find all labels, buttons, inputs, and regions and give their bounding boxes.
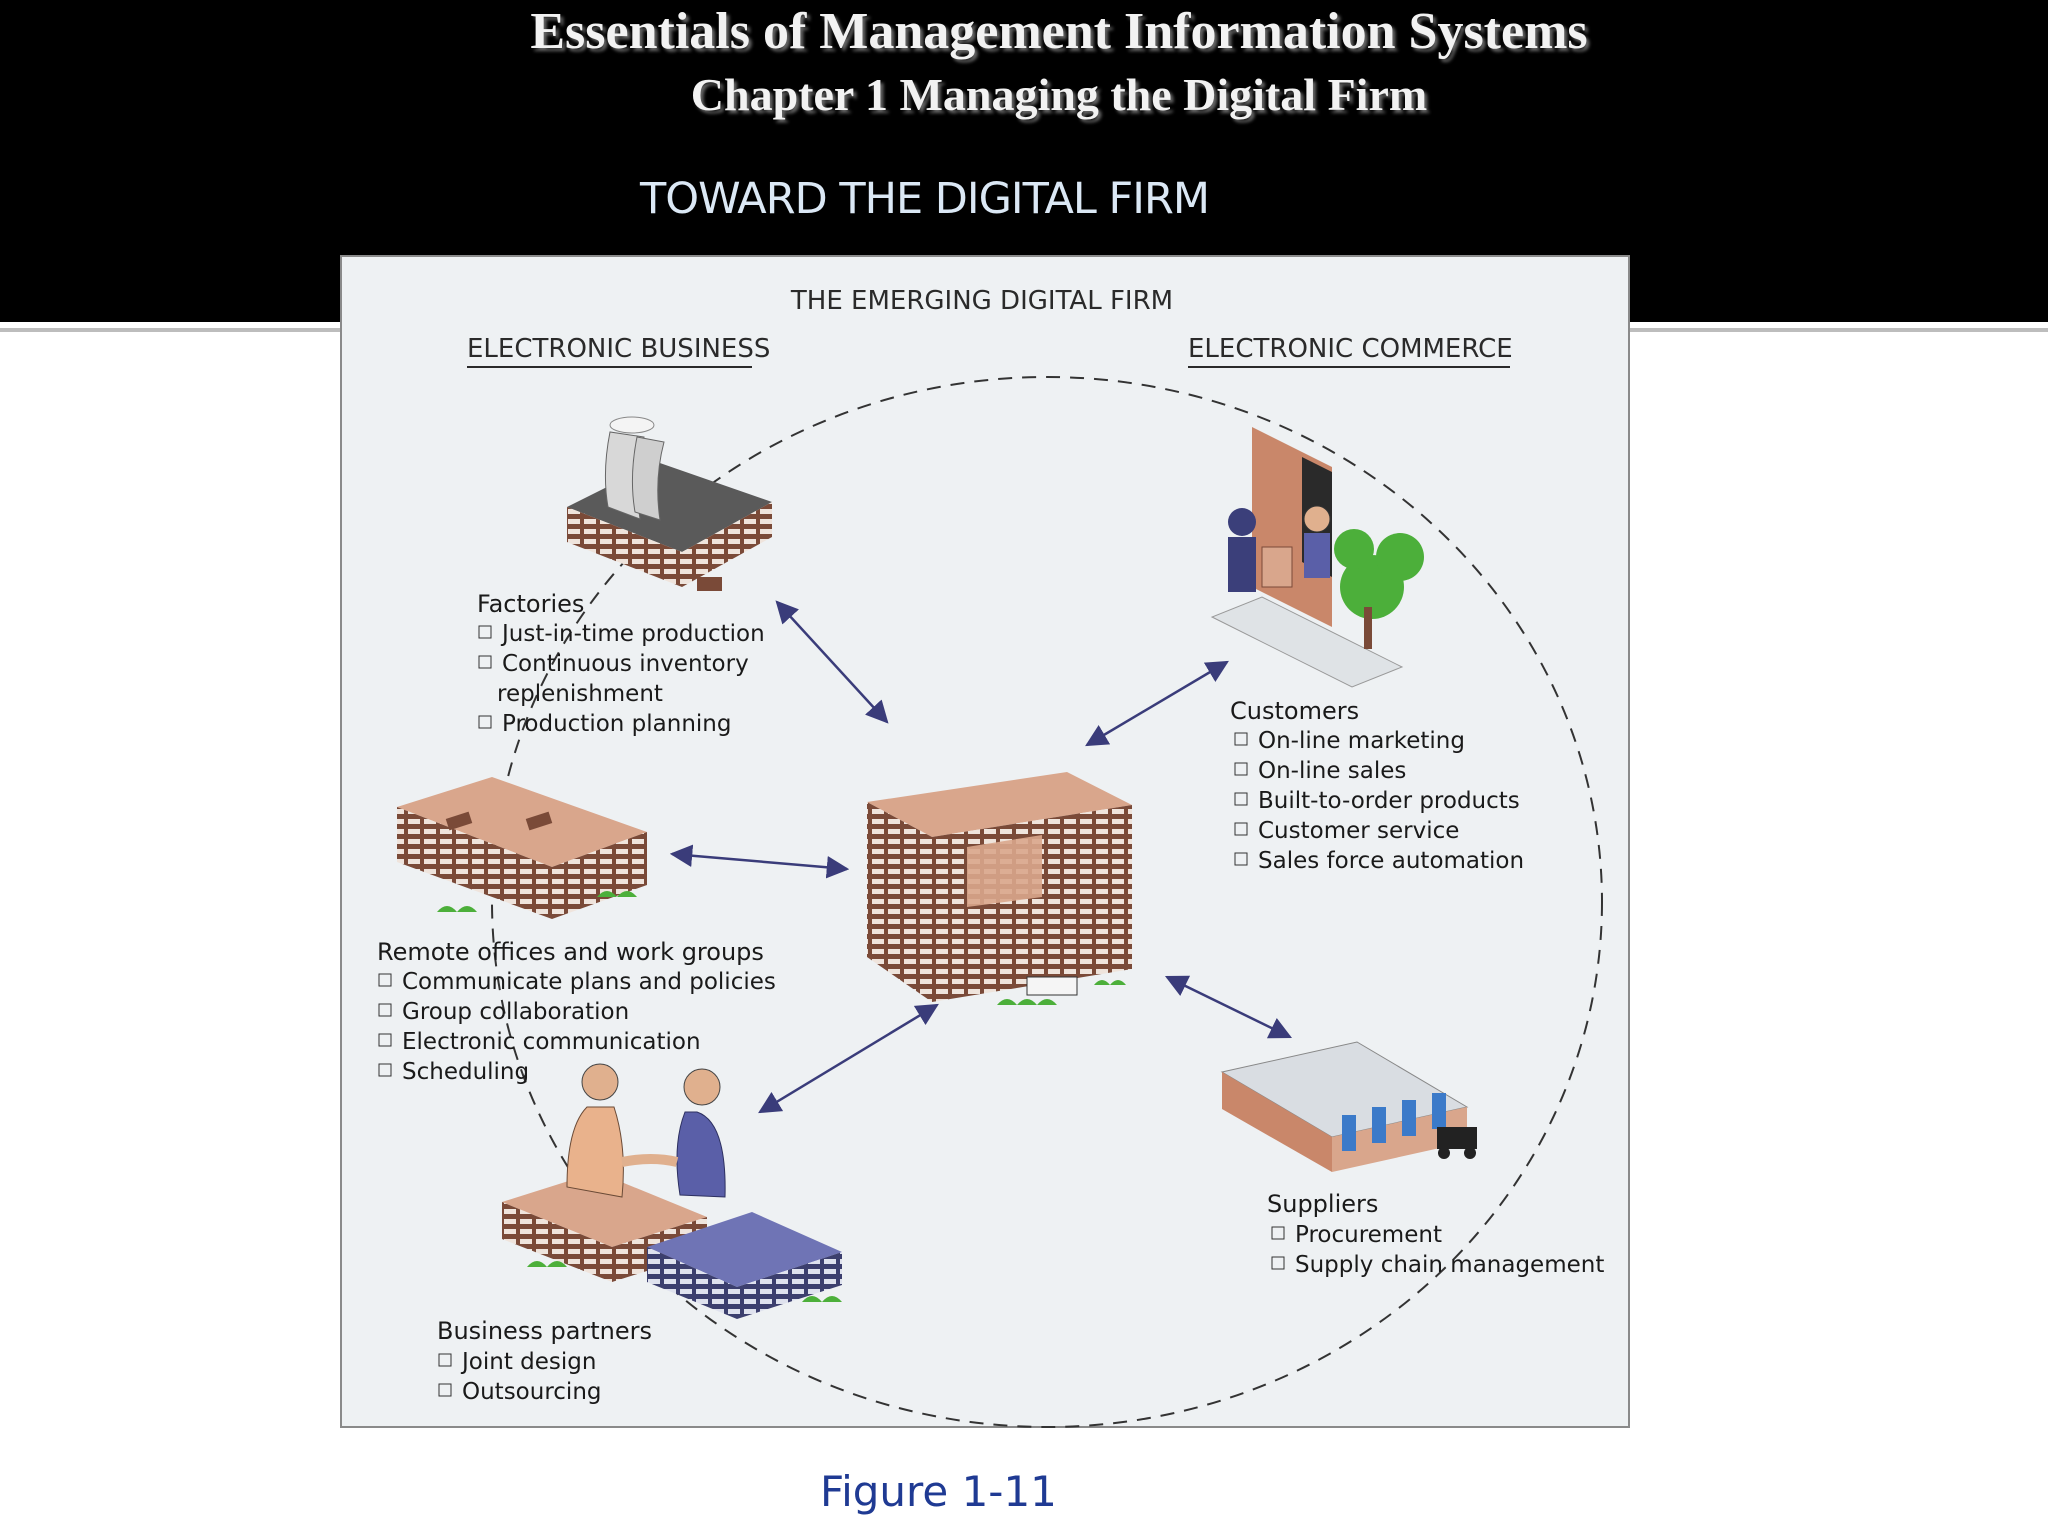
- customers-item-4: Customer service: [1258, 818, 1459, 844]
- central-firm-building: [867, 772, 1132, 1005]
- factory-building: [567, 416, 772, 591]
- factories-bullet-1: [478, 625, 492, 639]
- electronic-commerce-header: ELECTRONIC COMMERCE: [1188, 334, 1513, 364]
- suppliers-item-2: Supply chain management: [1295, 1252, 1604, 1278]
- business-partners-label-group: Business partners Joint design Outsourci…: [437, 1317, 652, 1405]
- customers-item-2: On-line sales: [1258, 758, 1406, 784]
- customer-link-arrow: [1085, 660, 1229, 747]
- suppliers-bullet-2: [1271, 1256, 1285, 1270]
- customers-bullet-5: [1234, 852, 1248, 866]
- customers-heading: Customers: [1230, 697, 1359, 725]
- remote-offices-bullet-3: [378, 1033, 392, 1047]
- remote-offices-bullet-1: [378, 973, 392, 987]
- suppliers-heading: Suppliers: [1267, 1190, 1378, 1218]
- customers-bullet-1: [1234, 732, 1248, 746]
- suppliers-label-group: Suppliers Procurement Supply chain manag…: [1267, 1190, 1604, 1278]
- slide-title: Essentials of Management Information Sys…: [530, 3, 1588, 60]
- electronic-business-header: ELECTRONIC BUSINESS: [467, 334, 770, 364]
- suppliers-bullet-1: [1271, 1226, 1285, 1240]
- digital-firm-diagram: THE EMERGING DIGITAL FIRM ELECTRONIC BUS…: [377, 286, 1604, 1428]
- factories-heading: Factories: [477, 590, 584, 618]
- business-partners-bullet-2: [438, 1383, 452, 1397]
- section-heading: TOWARD THE DIGITAL FIRM: [640, 174, 1210, 224]
- factories-item-2-cont: replenishment: [497, 681, 663, 707]
- business-partners-item-2: Outsourcing: [462, 1379, 602, 1405]
- remote-office-link-arrow: [669, 844, 850, 879]
- customers-bullet-4: [1234, 822, 1248, 836]
- business-partners-bullet-1: [438, 1353, 452, 1367]
- business-partners-buildings: [502, 1063, 842, 1319]
- customers-item-5: Sales force automation: [1258, 848, 1524, 874]
- factory-link-arrow: [775, 600, 889, 724]
- network-ring: [491, 376, 1603, 1428]
- remote-office-building: [397, 777, 647, 919]
- diagram-title: THE EMERGING DIGITAL FIRM: [790, 286, 1173, 316]
- remote-offices-bullet-2: [378, 1003, 392, 1017]
- digital-firm-figure: THE EMERGING DIGITAL FIRM ELECTRONIC BUS…: [340, 255, 1630, 1428]
- customers-label-group: Customers On-line marketing On-line sale…: [1230, 697, 1524, 874]
- supplier-link-arrow: [1164, 975, 1293, 1039]
- remote-offices-item-2: Group collaboration: [402, 999, 629, 1025]
- business-partner-link-arrow: [758, 1003, 939, 1114]
- business-partners-item-1: Joint design: [460, 1349, 596, 1375]
- factories-item-3: Production planning: [502, 711, 731, 737]
- remote-offices-item-1: Communicate plans and policies: [402, 969, 776, 995]
- supplier-warehouse: [1220, 1041, 1477, 1172]
- figure-caption: Figure 1-11: [820, 1467, 1057, 1516]
- customers-item-3: Built-to-order products: [1258, 788, 1520, 814]
- customers-scene: [1210, 427, 1424, 688]
- customers-item-1: On-line marketing: [1258, 728, 1465, 754]
- factories-item-2: Continuous inventory: [502, 651, 749, 677]
- factories-bullet-3: [478, 715, 492, 729]
- factories-bullet-2: [478, 655, 492, 669]
- customers-bullet-3: [1234, 792, 1248, 806]
- factories-item-1: Just-in-time production: [500, 621, 765, 647]
- factories-label-group: Factories Just-in-time production Contin…: [477, 590, 765, 737]
- remote-offices-heading: Remote offices and work groups: [377, 938, 764, 966]
- remote-offices-label-group: Remote offices and work groups Communica…: [377, 938, 776, 1085]
- suppliers-item-1: Procurement: [1295, 1222, 1442, 1248]
- slide-subtitle: Chapter 1 Managing the Digital Firm: [690, 69, 1428, 120]
- remote-offices-item-3: Electronic communication: [402, 1029, 701, 1055]
- customers-bullet-2: [1234, 762, 1248, 776]
- business-partners-heading: Business partners: [437, 1317, 652, 1345]
- remote-offices-bullet-4: [378, 1063, 392, 1077]
- remote-offices-item-4: Scheduling: [402, 1059, 529, 1085]
